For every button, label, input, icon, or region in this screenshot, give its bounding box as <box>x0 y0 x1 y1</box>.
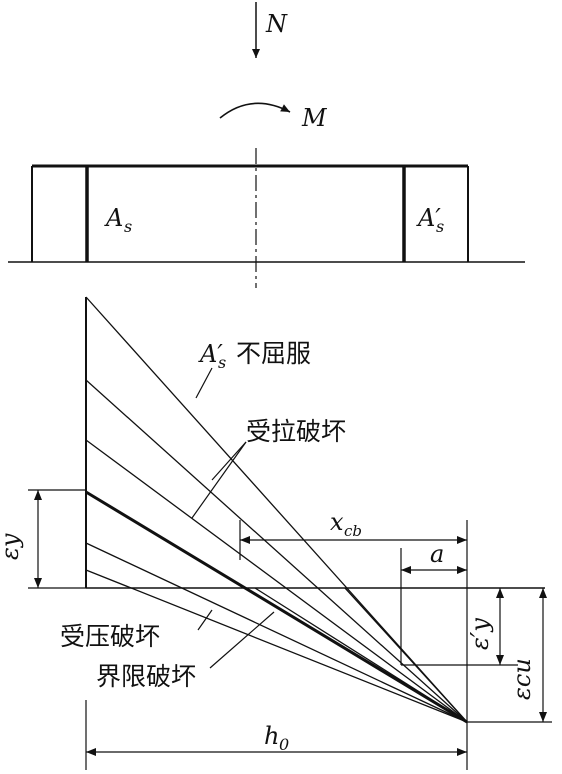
strain-line <box>85 439 468 723</box>
strain-yield-label: εy <box>0 533 24 560</box>
strain-line <box>344 587 468 723</box>
leader-line <box>209 611 275 669</box>
effective-depth-sub: 0 <box>279 735 289 754</box>
leader-line <box>195 367 213 399</box>
strain-yield-prime-dimension <box>401 588 518 666</box>
moment-arrow <box>219 102 291 119</box>
tension-steel-label: A <box>104 204 123 232</box>
moment-label: M <box>301 104 328 132</box>
strain-baseline-group <box>85 297 545 589</box>
neutral-axis-label: x <box>330 508 344 536</box>
compression-steel-not-yield-text: 不屈服 <box>236 339 311 368</box>
compression-steel-label: A′ <box>416 204 441 232</box>
axial-force-label: N <box>265 10 288 38</box>
neutral-axis-sub: cb <box>344 522 362 540</box>
cover-label: a <box>430 540 444 568</box>
effective-depth-label: h <box>264 722 279 750</box>
strain-line-balanced <box>85 490 468 724</box>
compression-steel-not-yield-sub: s <box>218 353 226 372</box>
leader-line <box>211 441 247 481</box>
strain-line <box>254 587 468 723</box>
strain-ultimate-dimension <box>467 588 552 723</box>
strain-line <box>85 296 468 723</box>
neutral-axis-dimension <box>239 520 468 722</box>
compression-steel-not-yield-prefix: A′ <box>198 340 223 368</box>
strain-yield-prime-label: ε′y <box>466 618 494 650</box>
tension-failure-label: 受拉破坏 <box>246 417 346 446</box>
compression-steel-sub: s <box>436 217 444 236</box>
strain-yield-dimension <box>28 489 86 589</box>
strain-line <box>85 569 468 723</box>
strain-ultimate-label: εcu <box>508 658 536 700</box>
effective-depth-dimension <box>85 700 468 770</box>
cover-dimension <box>400 548 467 665</box>
balanced-failure-label: 界限破坏 <box>96 662 196 691</box>
strain-fan <box>85 296 468 724</box>
leader-line <box>191 441 247 519</box>
strain-line <box>85 542 468 723</box>
cross-section <box>8 148 525 288</box>
leader-line <box>197 609 213 631</box>
compression-failure-label: 受压破坏 <box>60 622 160 651</box>
tension-steel-sub: s <box>124 217 132 236</box>
